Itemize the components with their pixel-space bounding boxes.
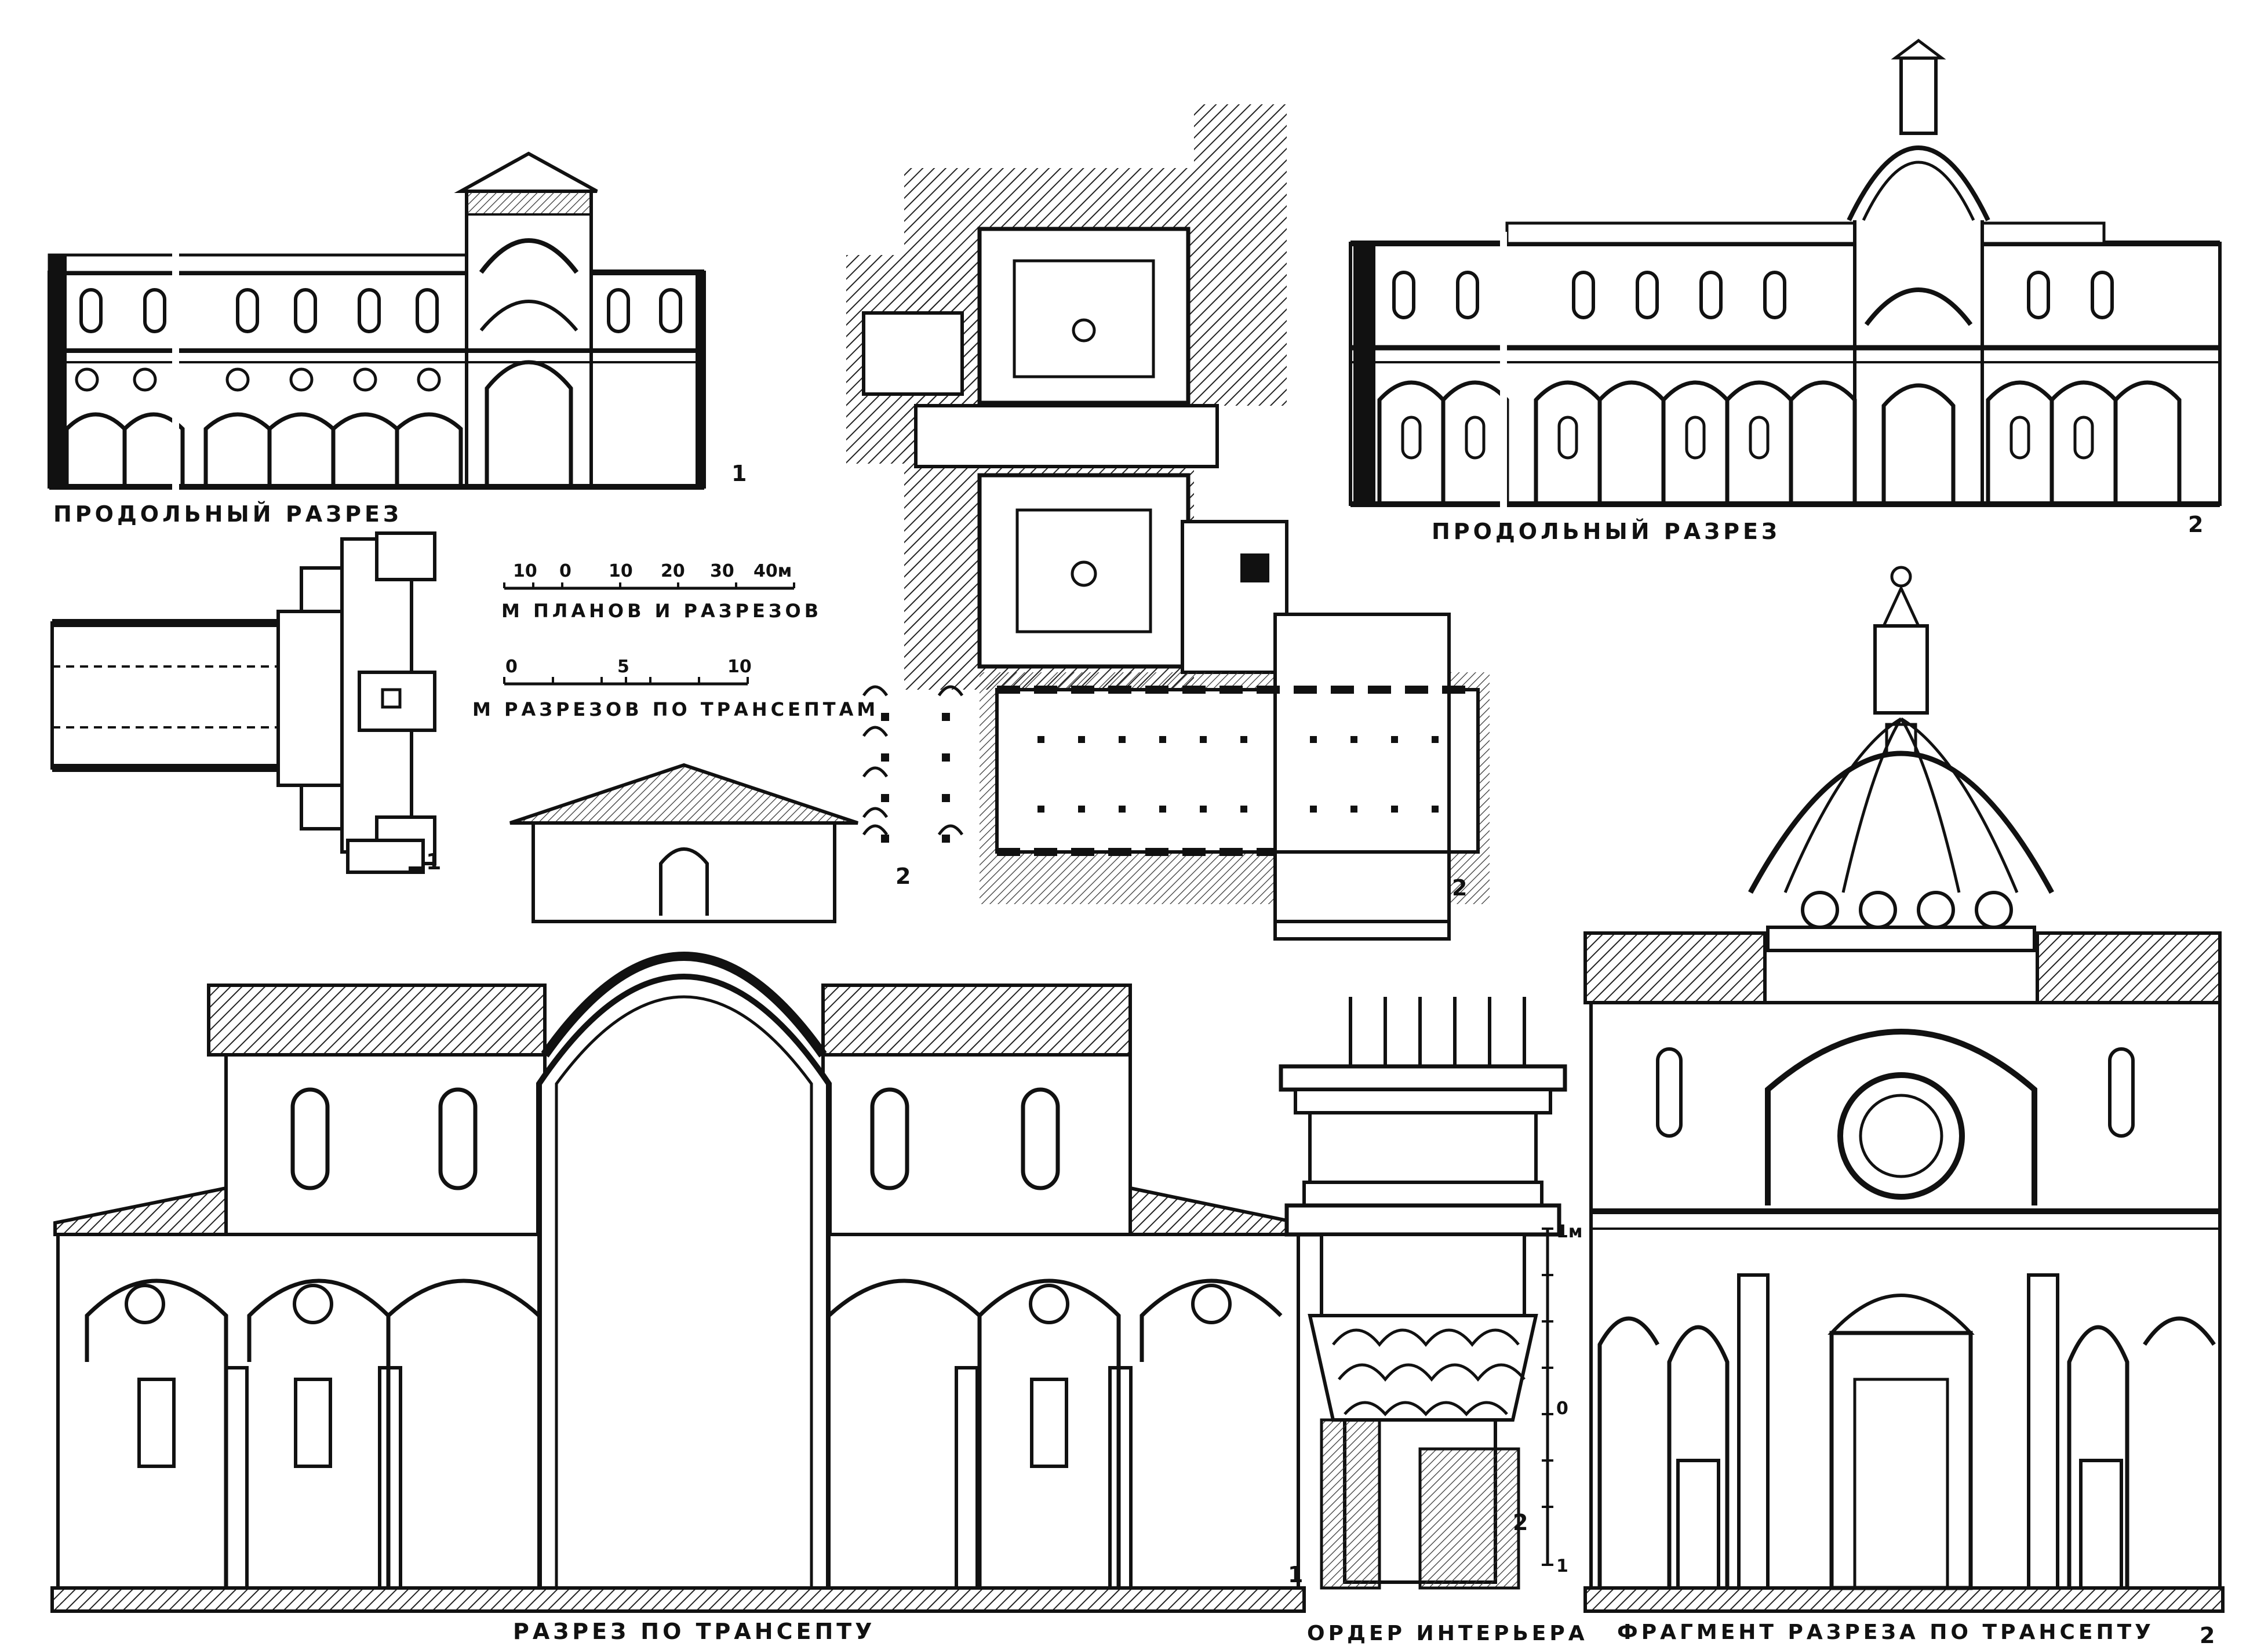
interior-order: 1м 0 1 2 ОРДЕР ИНТЕРЬЕРА (1279, 997, 1588, 1645)
scale-plans-caption: М ПЛАНОВ И РАЗРЕЗОВ (501, 600, 822, 622)
plan-1-number: 1 (426, 849, 441, 875)
transept-section: 1 РАЗРЕЗ ПО ТРАНСЕПТУ (50, 763, 1306, 1644)
scale-plans-tick-2: 10 (609, 561, 633, 581)
scale-plans-tick-4: 30 (710, 561, 734, 581)
longitudinal-section-1: 1 ПРОДОЛЬНЫЙ РАЗРЕЗ (48, 151, 747, 527)
long-section-1-label: ПРОДОЛЬНЫЙ РАЗРЕЗ (53, 501, 402, 527)
transept-section-label: РАЗРЕЗ ПО ТРАНСЕПТУ (513, 1619, 875, 1644)
transept-fragment-number: 2 (2200, 1623, 2215, 1648)
long-section-2-number: 2 (2188, 512, 2203, 537)
scale-plans-tick-0: 10 (513, 561, 537, 581)
scale-transepts-tick-0: 0 (505, 657, 518, 677)
interior-order-label: ОРДЕР ИНТЕРЬЕРА (1307, 1622, 1588, 1645)
scale-transepts-tick-2: 10 (727, 657, 752, 677)
plan-2-left-number: 2 (895, 864, 911, 889)
scale-plans-tick-3: 20 (661, 561, 685, 581)
transept-fragment-label: ФРАГМЕНТ РАЗРЕЗА ПО ТРАНСЕПТУ (1617, 1620, 2154, 1644)
transept-section-number: 1 (1288, 1562, 1303, 1587)
order-scale-tick-1: 0 (1556, 1398, 1568, 1419)
plan-2: 2 2 (846, 104, 1490, 941)
scale-plans-tick-5: 40м (753, 561, 792, 581)
transept-fragment: 2 ФРАГМЕНТ РАЗРЕЗА ПО ТРАНСЕПТУ (1583, 566, 2225, 1648)
scale-transepts-caption: М РАЗРЕЗОВ ПО ТРАНСЕПТАМ (472, 698, 879, 720)
long-section-1-number: 1 (731, 461, 747, 486)
plan-1: 1 (50, 531, 441, 875)
plan-2-right-number: 2 (1452, 875, 1467, 901)
scale-bar-plans: 10 0 10 20 30 40м М ПЛАНОВ И РАЗРЕЗОВ (501, 561, 822, 622)
order-scale-tick-0: 1м (1556, 1222, 1582, 1242)
interior-order-number: 2 (1513, 1510, 1528, 1535)
long-section-2-label: ПРОДОЛЬНЫЙ РАЗРЕЗ (1432, 519, 1781, 544)
scale-plans-tick-1: 0 (559, 561, 571, 581)
scale-transepts-tick-1: 5 (617, 657, 629, 677)
scale-bar-transepts: 0 5 10 М РАЗРЕЗОВ ПО ТРАНСЕПТАМ (472, 657, 879, 720)
order-scale-tick-2: 1 (1556, 1556, 1568, 1576)
longitudinal-section-2: 2 ПРОДОЛЬНЫЙ РАЗРЕЗ (1349, 38, 2222, 544)
